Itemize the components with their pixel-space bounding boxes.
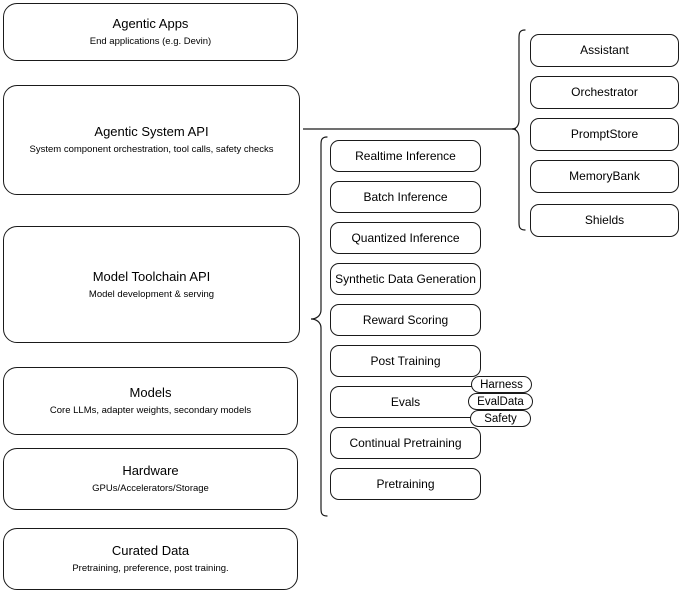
layer-subtitle: GPUs/Accelerators/Storage	[92, 483, 209, 494]
capability-evals[interactable]: Evals	[330, 386, 481, 418]
component-orchestrator[interactable]: Orchestrator	[530, 76, 679, 109]
capability-quantized-inference[interactable]: Quantized Inference	[330, 222, 481, 254]
layer-subtitle: End applications (e.g. Devin)	[89, 36, 212, 47]
component-assistant[interactable]: Assistant	[530, 34, 679, 67]
layer-title: Curated Data	[111, 543, 190, 558]
layer-curated-data[interactable]: Curated Data Pretraining, preference, po…	[3, 528, 298, 590]
eval-tag-harness[interactable]: Harness	[471, 376, 532, 393]
eval-tag-evaldata[interactable]: EvalData	[468, 393, 533, 410]
component-memorybank[interactable]: MemoryBank	[530, 160, 679, 193]
capability-continual-pretraining[interactable]: Continual Pretraining	[330, 427, 481, 459]
layer-title: Hardware	[122, 463, 179, 478]
layer-title: Model Toolchain API	[92, 268, 211, 284]
layer-model-toolchain-api[interactable]: Model Toolchain API Model development & …	[3, 226, 300, 343]
layer-subtitle: System component orchestration, tool cal…	[29, 144, 274, 155]
layer-agentic-apps[interactable]: Agentic Apps End applications (e.g. Devi…	[3, 3, 298, 61]
layer-title: Models	[129, 385, 172, 400]
capability-realtime-inference[interactable]: Realtime Inference	[330, 140, 481, 172]
layer-subtitle: Model development & serving	[88, 288, 215, 300]
component-promptstore[interactable]: PromptStore	[530, 118, 679, 151]
capability-reward-scoring[interactable]: Reward Scoring	[330, 304, 481, 336]
layer-subtitle: Core LLMs, adapter weights, secondary mo…	[49, 405, 252, 416]
capability-synthetic-data-generation[interactable]: Synthetic Data Generation	[330, 263, 481, 295]
layer-title: Agentic System API	[94, 124, 209, 139]
layer-hardware[interactable]: Hardware GPUs/Accelerators/Storage	[3, 448, 298, 510]
layer-subtitle: Pretraining, preference, post training.	[72, 563, 229, 574]
layer-agentic-system-api[interactable]: Agentic System API System component orch…	[3, 85, 300, 195]
capability-batch-inference[interactable]: Batch Inference	[330, 181, 481, 213]
eval-tag-safety[interactable]: Safety	[470, 410, 531, 427]
component-shields[interactable]: Shields	[530, 204, 679, 237]
layer-title: Agentic Apps	[112, 16, 189, 31]
capability-post-training[interactable]: Post Training	[330, 345, 481, 377]
layer-models[interactable]: Models Core LLMs, adapter weights, secon…	[3, 367, 298, 435]
capability-pretraining[interactable]: Pretraining	[330, 468, 481, 500]
